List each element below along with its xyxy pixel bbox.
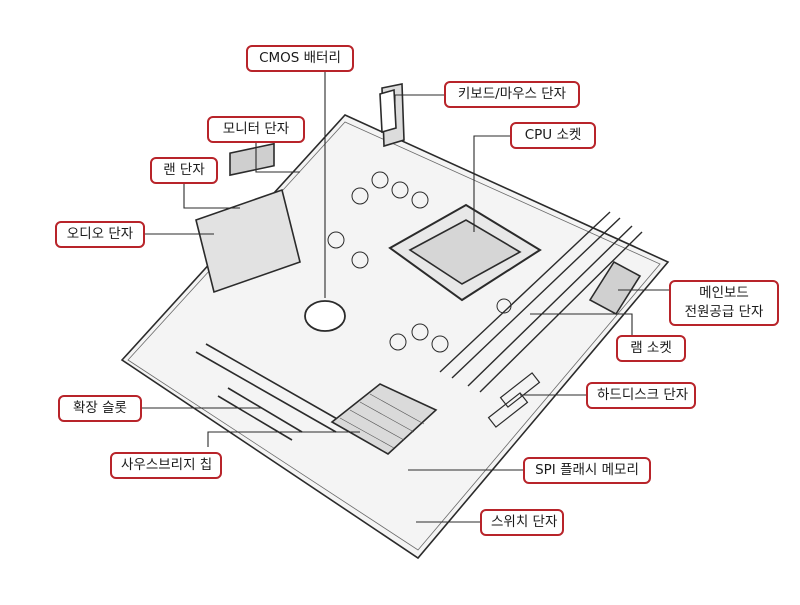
motherboard-illustration bbox=[122, 84, 668, 558]
label-southbridge-chip: 사우스브리지 칩 bbox=[110, 452, 222, 479]
label-spi-flash-memory: SPI 플래시 메모리 bbox=[523, 457, 651, 484]
label-monitor-port: 모니터 단자 bbox=[207, 116, 305, 143]
label-keyboard-mouse-port: 키보드/마우스 단자 bbox=[444, 81, 580, 108]
label-mainboard-power-line1: 메인보드 bbox=[680, 284, 768, 303]
label-lan-port: 랜 단자 bbox=[150, 157, 218, 184]
label-mainboard-power-line2: 전원공급 단자 bbox=[680, 303, 768, 322]
label-audio-port: 오디오 단자 bbox=[55, 221, 145, 248]
label-mainboard-power: 메인보드 전원공급 단자 bbox=[669, 280, 779, 326]
cmos-battery-shape bbox=[305, 301, 345, 331]
leader-lan bbox=[184, 180, 240, 208]
label-switch-port: 스위치 단자 bbox=[480, 509, 564, 536]
label-cmos-battery: CMOS 배터리 bbox=[246, 45, 354, 72]
label-cpu-socket: CPU 소켓 bbox=[510, 122, 596, 149]
label-ram-socket: 램 소켓 bbox=[616, 335, 686, 362]
label-expansion-slot: 확장 슬롯 bbox=[58, 395, 142, 422]
label-hdd-port: 하드디스크 단자 bbox=[586, 382, 696, 409]
